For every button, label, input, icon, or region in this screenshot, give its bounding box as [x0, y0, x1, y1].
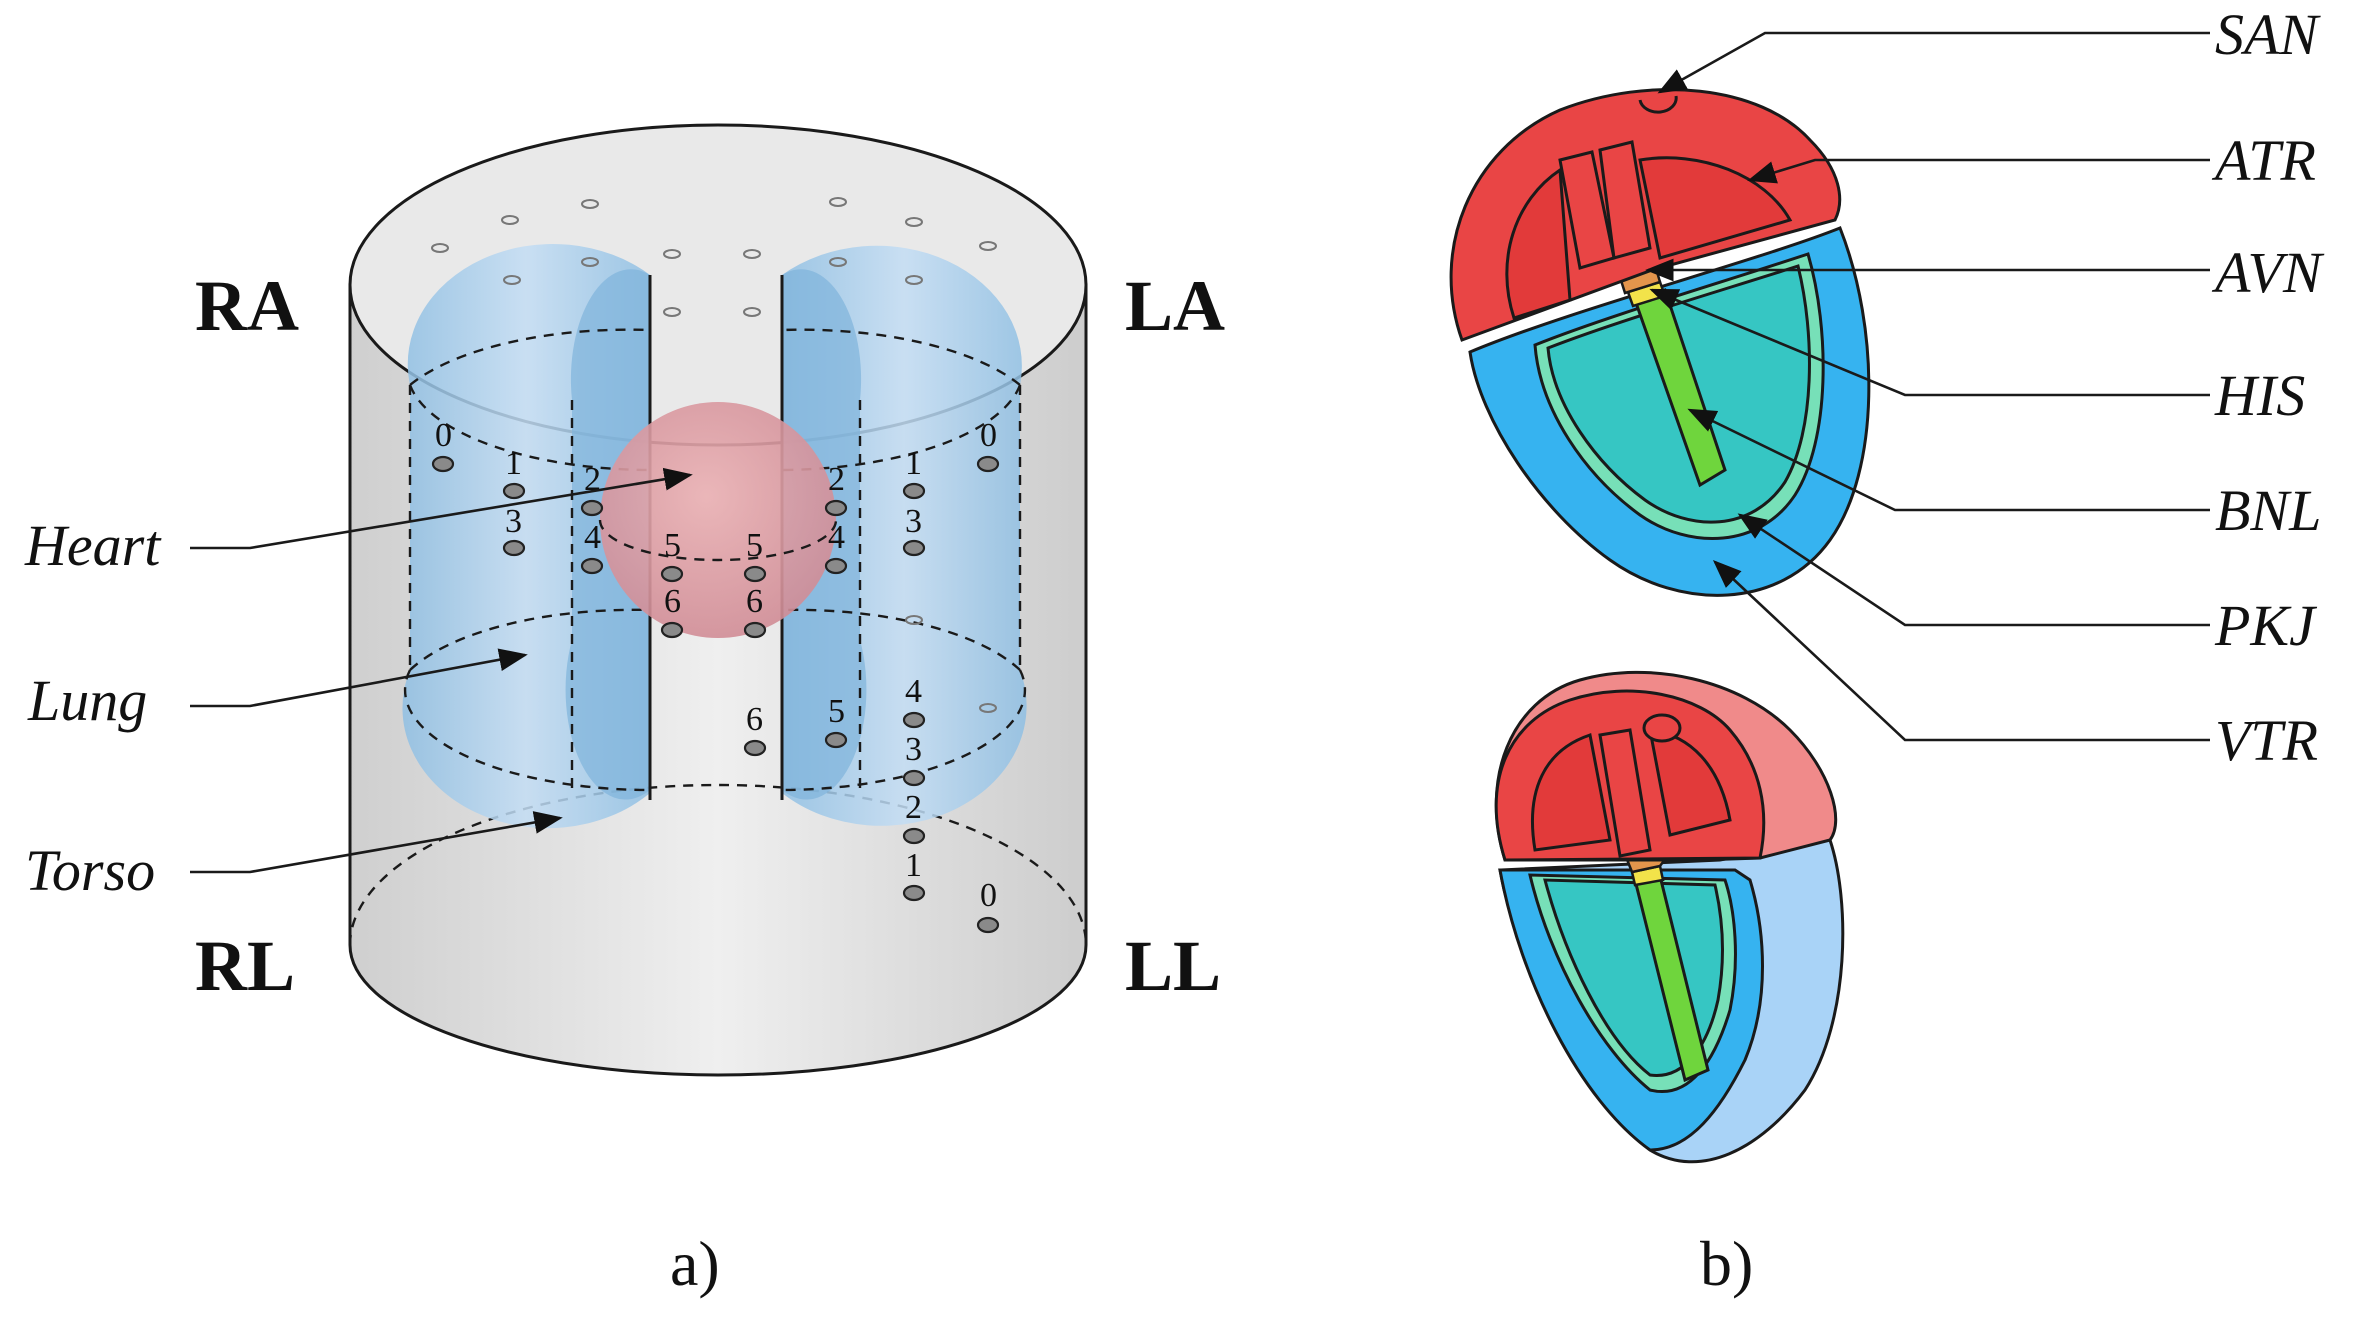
electrode-number: 5: [664, 527, 681, 564]
heart-label: Heart: [24, 513, 162, 578]
electrode-number: 2: [584, 461, 601, 498]
electrode: [502, 482, 526, 500]
san-3d: [1642, 713, 1682, 743]
electrode-number: 1: [505, 445, 522, 482]
electrode-number: 6: [664, 583, 681, 620]
atrial-septum-right: [1598, 140, 1652, 260]
electrodes: [431, 455, 1000, 934]
torso-leader-arrow: [190, 811, 563, 874]
bnl-label: BNL: [2215, 478, 2321, 543]
corner-label-ll: LL: [1125, 926, 1221, 1006]
electrode: [976, 916, 1000, 934]
electrode-number: 0: [435, 417, 452, 454]
electrode: [824, 557, 848, 575]
electrode: [902, 539, 926, 557]
top-ghost-electrodes: [431, 197, 997, 713]
electrode-number: 1: [905, 445, 922, 482]
electrode-number: 0: [980, 877, 997, 914]
electrode: [431, 455, 455, 473]
electrode: [580, 499, 604, 517]
heart-leader-arrow: [190, 467, 693, 550]
electrode-number: 2: [828, 461, 845, 498]
electrode: [902, 769, 926, 787]
his-label: HIS: [2214, 363, 2305, 428]
san-label: SAN: [2215, 2, 2321, 67]
electrode-number: 3: [505, 503, 522, 540]
avn-label: AVN: [2211, 240, 2325, 305]
septum-3d: [1598, 728, 1652, 858]
electrode: [743, 565, 767, 583]
corner-label-ra: RA: [195, 266, 299, 346]
electrode-number: 5: [746, 527, 763, 564]
panel-a-caption: a): [670, 1228, 720, 1299]
corner-label-rl: RL: [195, 926, 295, 1006]
pkj-label: PKJ: [2214, 593, 2318, 658]
electrode: [824, 731, 848, 749]
vtr-label: VTR: [2215, 708, 2318, 773]
heart-sphere: [598, 402, 838, 638]
electrode-number: 6: [746, 583, 763, 620]
right-lung: [402, 244, 652, 829]
left-lung: [780, 245, 1027, 826]
electrode: [902, 884, 926, 902]
atrium-3d-inner: [1530, 733, 1612, 852]
electrode: [824, 499, 848, 517]
lung-label: Lung: [27, 668, 147, 733]
electrode: [660, 565, 684, 583]
electrode: [502, 539, 526, 557]
lung-leader-arrow: [190, 648, 528, 708]
electrode-number: 0: [980, 417, 997, 454]
electrode: [902, 827, 926, 845]
atrium-inner-left: [1505, 167, 1572, 320]
electrode: [743, 739, 767, 757]
electrode-number: 4: [828, 519, 845, 556]
electrode: [902, 482, 926, 500]
electrode-number: 4: [584, 519, 601, 556]
atr-label: ATR: [2211, 128, 2316, 193]
electrode-number: 3: [905, 731, 922, 768]
heart-section-bottom: [1494, 670, 1845, 1164]
torso-label: Torso: [25, 838, 155, 903]
electrode: [902, 711, 926, 729]
panel-b-heart-model: SAN ATR AVN HIS BNL PKJ VTR b): [1449, 2, 2325, 1299]
electrode-number: 2: [905, 789, 922, 826]
heart-section-top: [1449, 88, 1871, 597]
electrode-number: 6: [746, 701, 763, 738]
electrode: [580, 557, 604, 575]
electrode-numbers: 0 1 2 3 4 5 6 5 6 6 2 4 5 1 3 4 3 2 1 0 …: [435, 417, 997, 914]
electrode-number: 5: [828, 693, 845, 730]
panel-a-torso-model: 0 1 2 3 4 5 6 5 6 6 2 4 5 1 3 4 3 2 1 0 …: [24, 123, 1225, 1299]
electrode-number: 4: [905, 673, 922, 710]
sinoatrial-node: [1638, 95, 1678, 114]
corner-label-la: LA: [1125, 266, 1225, 346]
electrode: [660, 621, 684, 639]
panel-b-caption: b): [1700, 1228, 1753, 1299]
electrode: [976, 455, 1000, 473]
electrode: [743, 621, 767, 639]
tissue-leaders: [1645, 31, 2210, 742]
electrode-number: 3: [905, 503, 922, 540]
electrode-number: 1: [905, 847, 922, 884]
